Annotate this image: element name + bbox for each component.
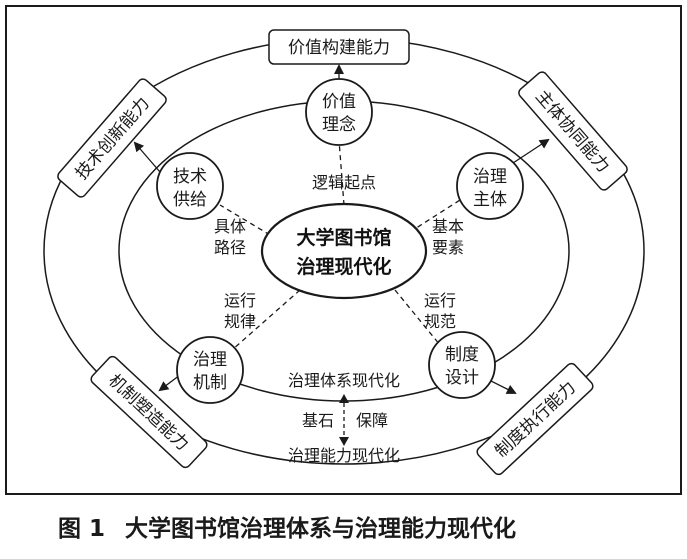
node-gov-mechanism-line1: 治理 (193, 350, 227, 370)
node-system-design-line1: 制度 (445, 345, 479, 365)
node-gov-mechanism: 治理 机制 (176, 336, 244, 404)
foundation-guarantee-arrowhead-up (339, 394, 349, 403)
center-label-line1: 大学图书馆 (296, 226, 391, 249)
center-ellipse (260, 202, 428, 300)
label-guarantee: 保障 (356, 411, 388, 430)
capability-value-construction-label: 价值构建能力 (288, 38, 390, 58)
label-operation-norm-1: 运行 (424, 291, 456, 310)
spoke-to-gov-subject (409, 199, 461, 233)
node-gov-mechanism-line2: 机制 (193, 373, 227, 393)
label-operation-law-1: 运行 (224, 291, 256, 310)
label-logic-start: 逻辑起点 (312, 173, 376, 192)
spoke-to-gov-mechanism (231, 289, 301, 351)
figure-caption-title: 大学图书馆治理体系与治理能力现代化 (125, 515, 516, 542)
node-value-concept-line1: 价值 (322, 92, 356, 112)
label-basic-element-1: 基本 (432, 217, 464, 236)
node-tech-supply-line2: 供给 (173, 190, 207, 210)
node-value-concept-line2: 理念 (322, 114, 356, 135)
arrow-tech-to-capability (133, 141, 161, 173)
capability-value-construction: 价值构建能力 (268, 29, 410, 65)
node-tech-supply-line1: 技术 (173, 167, 207, 187)
node-value-concept: 价值 理念 (305, 78, 373, 146)
spoke-to-tech-supply (219, 204, 271, 236)
label-capability-modernization: 治理能力现代化 (288, 446, 400, 465)
label-operation-law-2: 规律 (224, 312, 256, 331)
center-label-line2: 治理现代化 (296, 255, 391, 278)
label-operation-norm-2: 规范 (424, 312, 456, 331)
arrow-mechanism-to-capability (158, 374, 181, 392)
spoke-to-value-concept (338, 139, 345, 206)
node-gov-subject-line1: 治理 (473, 167, 507, 187)
foundation-guarantee-arrowhead-down (339, 437, 349, 446)
label-concrete-path-1: 具体 (214, 217, 246, 236)
arrow-subject-to-capability (509, 138, 550, 166)
node-tech-supply: 技术 供给 (156, 152, 224, 220)
label-foundation: 基石 (302, 411, 334, 430)
node-system-design-line2: 设计 (445, 368, 479, 388)
node-system-design: 制度 设计 (428, 331, 496, 399)
node-gov-subject-line2: 主体 (473, 190, 507, 210)
label-basic-element-2: 要素 (432, 238, 464, 257)
label-system-modernization: 治理体系现代化 (288, 371, 400, 390)
spoke-to-system-design (394, 289, 441, 346)
node-gov-subject: 治理 主体 (456, 152, 524, 220)
label-concrete-path-2: 路径 (214, 238, 246, 257)
figure-caption-number: 图 1 (58, 516, 105, 542)
